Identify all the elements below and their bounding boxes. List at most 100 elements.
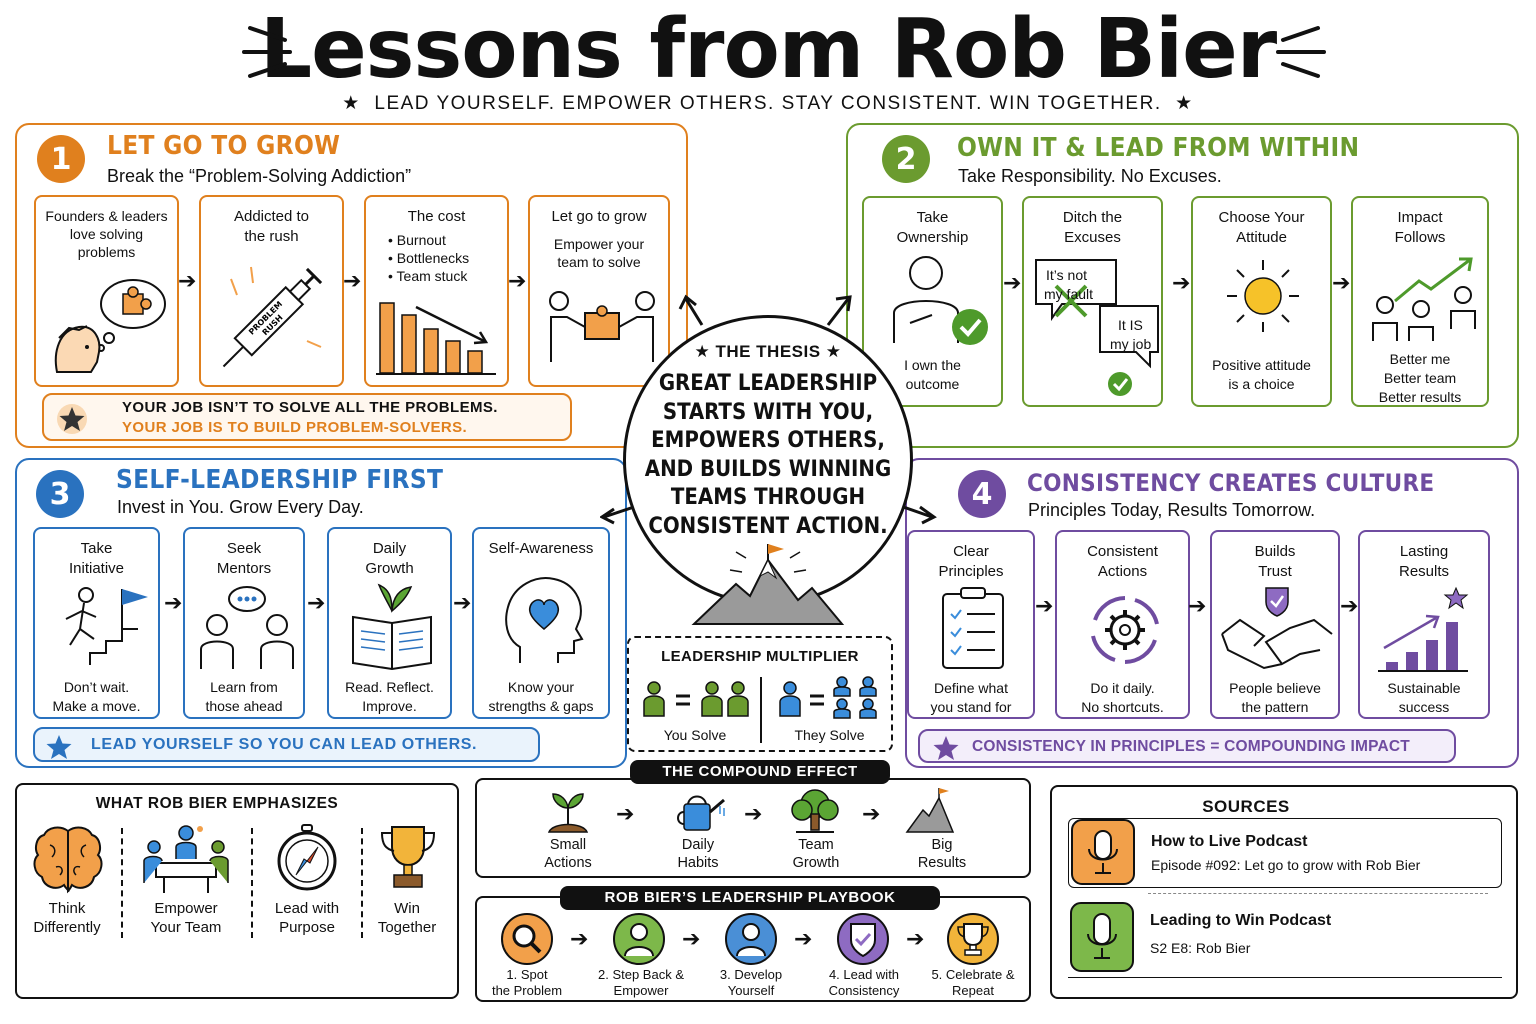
source-name: How to Live Podcast (1151, 833, 1308, 850)
star-icon: ★ (342, 93, 375, 114)
card-text: Founders & leaders (45, 208, 168, 224)
team-growth-chart-icon (1372, 257, 1476, 341)
banner-lead-yourself: LEAD YOURSELF SO YOU CAN LEAD OTHERS. (33, 727, 540, 762)
trophy-icon (380, 826, 436, 888)
page-title: Lessons from Rob Bier (259, 2, 1277, 97)
dashed-divider (121, 828, 123, 938)
card-title: Results (1398, 562, 1450, 580)
arrow-right-icon: ➔ (570, 926, 589, 951)
card-choose-attitude: Choose Your Attitude Positive attitude i… (1191, 196, 1332, 407)
card-title: Actions (1097, 562, 1148, 580)
arrow-right-icon: ➔ (453, 590, 472, 615)
card-text: Empower your (553, 235, 645, 252)
section-subtitle: Invest in You. Grow Every Day. (117, 497, 364, 517)
card-text: Do it daily. (1090, 680, 1155, 696)
card-title: Trust (1258, 562, 1292, 580)
card-text: outcome (905, 376, 960, 392)
declining-bar-chart-icon (376, 302, 496, 375)
card-title: Addicted to (233, 208, 310, 225)
section-number-badge: 4 (958, 470, 1006, 518)
head-heart-icon (505, 577, 584, 663)
card-title: Let go to grow (551, 208, 647, 225)
emphasizes-box (15, 783, 459, 999)
arrow-right-icon: ➔ (1188, 593, 1207, 618)
card-seek-mentors: Seek Mentors Learn from those ahead (183, 527, 305, 719)
card-title: Excuses (1064, 228, 1121, 246)
banner-text: CONSISTENCY IN PRINCIPLES = COMPOUNDING … (972, 738, 1410, 755)
card-title: Follows (1394, 228, 1446, 246)
card-text: the pattern (1241, 699, 1309, 715)
card-take-initiative: Take Initiative Don’t wait. Make a move. (33, 527, 160, 719)
arrow-right-icon: ➔ (164, 590, 183, 615)
podcast-mic-orange-icon (1071, 819, 1135, 885)
card-the-cost: The cost • Burnout • Bottlenecks • Team … (364, 195, 509, 387)
climbing-stairs-flag-icon (65, 587, 148, 665)
handshake-shield-icon (1221, 587, 1333, 670)
section-own-it (846, 123, 1519, 448)
people-sharing-puzzle-icon (549, 291, 655, 362)
section-title: OWN IT & LEAD FROM WITHIN (957, 133, 1360, 163)
source-item[interactable]: How to Live Podcast Episode #092: Let go… (1068, 818, 1502, 888)
star-badge-icon (57, 404, 87, 434)
card-title: Consistent (1087, 543, 1158, 560)
card-title: the rush (244, 227, 299, 245)
arrow-right-icon: ➔ (508, 268, 527, 293)
banner-text: YOUR JOB ISN’T TO SOLVE ALL THE PROBLEMS… (122, 399, 498, 416)
card-text: those ahead (205, 698, 283, 714)
dashed-divider (251, 828, 253, 938)
card-title: Lasting (1399, 543, 1449, 560)
arrow-right-icon: ➔ (906, 926, 925, 951)
cost-bullet: • Bottlenecks (388, 249, 470, 266)
sparkle-lines-left-icon (242, 26, 292, 78)
arrow-right-icon: ➔ (307, 590, 326, 615)
rising-bars-star-icon (1378, 586, 1469, 672)
summit-flag-icon (905, 788, 955, 833)
source-item[interactable]: Leading to Win Podcast S2 E8: Rob Bier (1068, 900, 1502, 978)
watering-can-icon (677, 795, 725, 831)
arrow-right-icon: ➔ (1340, 593, 1359, 618)
card-title: Choose Your (1218, 209, 1305, 226)
sprout-icon (547, 793, 589, 833)
card-text: I own the (904, 357, 961, 373)
cost-bullet: • Team stuck (388, 267, 468, 284)
thesis-label: ★ THE THESIS ★ (694, 342, 842, 361)
podcast-mic-green-icon (1070, 902, 1134, 972)
bubble-text: It’s not (1046, 267, 1087, 283)
arrow-right-icon: ➔ (744, 801, 763, 826)
person-step-green-icon (613, 913, 665, 965)
bubble-text: my job (1110, 336, 1152, 352)
card-ditch-excuses: Ditch the Excuses It’s not my fault It I… (1022, 196, 1163, 407)
sparkle-lines-right-icon (1276, 26, 1326, 78)
section-title: SELF-LEADERSHIP FIRST (116, 465, 444, 495)
magnifier-step-icon (501, 913, 553, 965)
card-title: Initiative (68, 559, 125, 577)
banner-text: LEAD YOURSELF SO YOU CAN LEAD OTHERS. (91, 736, 478, 753)
banner-consistency: CONSISTENCY IN PRINCIPLES = COMPOUNDING … (918, 729, 1456, 763)
person-checkmark-icon (893, 256, 988, 345)
multiplier-label-right: They Solve (794, 727, 865, 743)
card-impact-follows: Impact Follows Better me Better team Bet… (1351, 196, 1489, 407)
arrow-right-icon: ➔ (682, 926, 701, 951)
card-self-awareness: Self-Awareness Know your strengths & gap… (472, 527, 610, 719)
card-title: Take (80, 540, 113, 557)
card-title: Builds (1254, 543, 1296, 560)
section-subtitle: Take Responsibility. No Excuses. (958, 166, 1222, 186)
section-subtitle: Break the “Problem-Solving Addiction” (107, 166, 412, 186)
trophy-step-icon (947, 913, 999, 965)
card-text: love solving (69, 226, 144, 243)
person-step-blue-icon (725, 913, 777, 965)
card-text: Read. Reflect. (345, 679, 434, 695)
card-text: Make a move. (52, 698, 141, 714)
card-text: Better team (1383, 370, 1457, 386)
star-icon (46, 735, 72, 759)
card-text: Better results (1378, 389, 1462, 405)
checklist-clipboard-icon (942, 587, 1004, 669)
one-equals-two-green-icon (643, 681, 749, 717)
